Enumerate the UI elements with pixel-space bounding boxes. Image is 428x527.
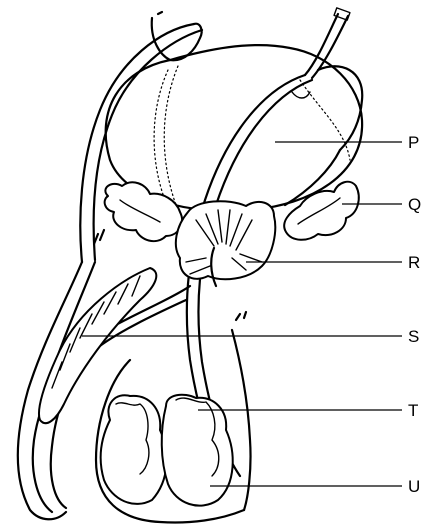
label-t-epididymis: T <box>408 402 418 419</box>
label-u-testis: U <box>408 478 420 495</box>
testes <box>101 395 233 506</box>
label-r-prostate: R <box>408 254 420 271</box>
prostate <box>176 201 275 286</box>
label-s-urethra: S <box>408 328 419 345</box>
label-p-bladder: P <box>408 134 419 151</box>
label-q-seminal-vesicle: Q <box>408 196 421 213</box>
ureters <box>152 8 363 150</box>
